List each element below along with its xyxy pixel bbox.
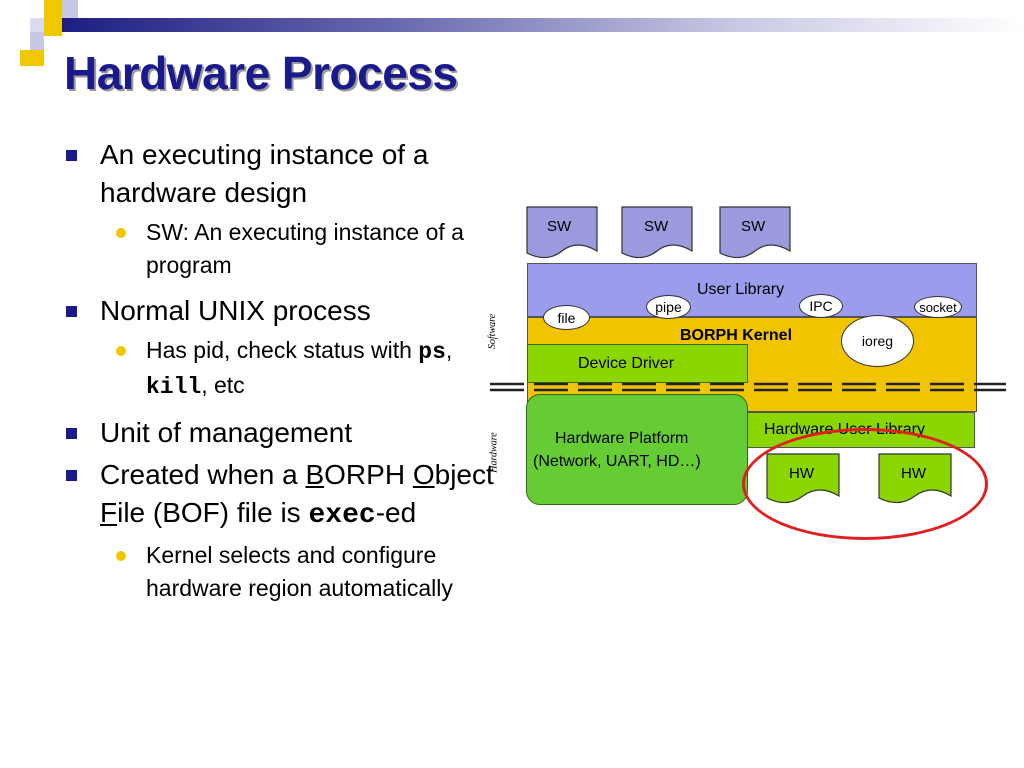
highlight-ring [742,428,988,540]
sw-documents [526,206,791,259]
round-bullet-icon [116,551,126,561]
ipc-oval: IPC [799,294,843,318]
device-driver-label: Device Driver [578,355,675,372]
hardware-platform-label-2: (Network, UART, HD…) [533,453,701,470]
round-bullet-icon [116,346,126,356]
text-ile: ile (BOF) file is [117,497,309,528]
device-driver-layer [527,344,748,383]
bullet-text-pre: Created when a [100,459,306,490]
hardware-platform-box [526,394,748,505]
socket-oval: socket [914,296,962,318]
decor-square-gold-3 [20,50,44,66]
sub-bullet-sep: , [445,337,453,363]
sub-bullet-text: SW: An executing instance of a program [146,219,464,278]
round-bullet-icon [116,228,126,238]
text-orph: ORPH [324,459,413,490]
square-bullet-icon [66,306,77,317]
ioreg-oval: ioreg [841,315,914,367]
bullet-text: Unit of management [100,417,353,448]
file-oval: file [543,305,590,330]
user-library-layer [527,263,977,317]
title-gradient-bar [62,18,1024,32]
text-bject: bject [434,459,494,490]
sw-label-3: SW [741,218,766,235]
bullet-text: Normal UNIX process [100,295,371,326]
decor-square-lavender-light [30,18,44,32]
bullet-created-when: Created when a BORPH Object File (BOF) f… [60,456,500,535]
sub-bullet-pid: Has pid, check status with ps, kill, etc [60,334,500,404]
text-ed: -ed [375,497,417,528]
underlined-F: F [100,497,118,528]
sw-document-3 [719,206,791,259]
sw-label-1: SW [547,218,572,235]
sub-bullet-sw: SW: An executing instance of a program [60,216,500,282]
software-side-label: Software [487,313,499,350]
square-bullet-icon [66,428,77,439]
sub-bullet-text: Kernel selects and configure hardware re… [146,542,453,601]
sub-bullet-text-pre: Has pid, check status with [146,337,419,363]
software-hardware-separator [490,382,1006,392]
decor-square-lavender-2 [30,32,44,50]
slide-title: Hardware Process [64,47,458,99]
user-library-label: User Library [697,281,785,298]
bullet-unit-management: Unit of management [60,414,500,452]
hardware-platform-label-1: Hardware Platform [555,430,689,447]
square-bullet-icon [66,470,77,481]
bullet-text: An executing instance of a hardware desi… [100,139,429,208]
decor-square-lavender [62,0,78,18]
sw-document-1 [526,206,598,259]
underlined-O: O [412,459,435,490]
sub-bullet-kernel-selects: Kernel selects and configure hardware re… [60,539,500,605]
bullet-unix-process: Normal UNIX process [60,292,500,330]
decor-square-gold-2 [44,18,62,36]
underlined-B: B [305,459,325,490]
pipe-oval: pipe [646,295,691,319]
borph-kernel-label: BORPH Kernel [680,327,793,344]
bullet-executing-instance: An executing instance of a hardware desi… [60,136,500,212]
sw-document-2 [621,206,693,259]
code-kill: kill [146,374,202,400]
square-bullet-icon [66,150,77,161]
hardware-side-label: Hardware [488,432,500,473]
sub-bullet-text-post: , etc [201,372,245,398]
code-ps: ps [418,339,446,365]
sw-label-2: SW [644,218,669,235]
bullet-list: An executing instance of a hardware desi… [60,136,500,615]
decor-square-gold [44,0,62,18]
code-exec: exec [308,500,376,531]
